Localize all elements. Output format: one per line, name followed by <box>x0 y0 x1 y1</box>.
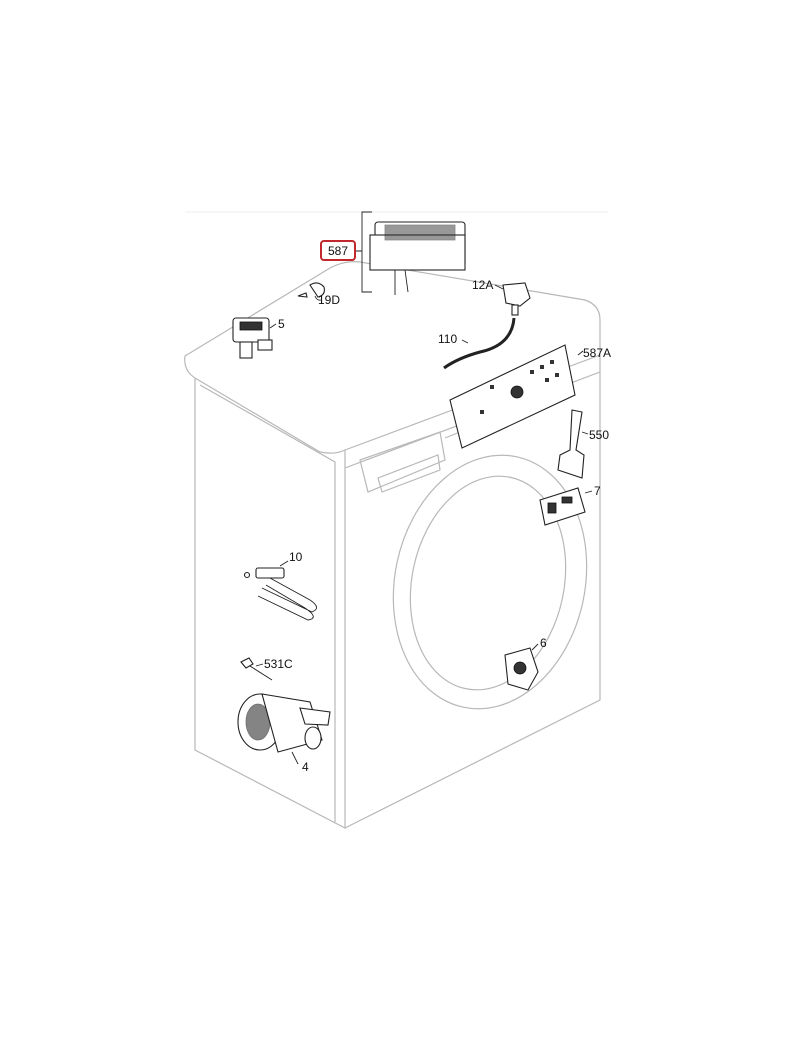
part-6-drain-pump[interactable] <box>504 643 539 691</box>
part-label-19d[interactable]: 19D <box>318 293 340 307</box>
part-10-heating-element[interactable] <box>243 560 317 621</box>
part-label-12a[interactable]: 12A <box>472 278 493 292</box>
part-531c-screw[interactable] <box>240 657 273 681</box>
part-label-550[interactable]: 550 <box>589 428 609 442</box>
part-label-5[interactable]: 5 <box>278 317 285 331</box>
part-label-531c[interactable]: 531C <box>264 657 293 671</box>
part-110-hose[interactable] <box>443 317 516 370</box>
part-587a-display-board[interactable] <box>449 344 584 449</box>
part-label-7[interactable]: 7 <box>594 484 601 498</box>
part-587-highlight-box <box>320 240 356 261</box>
part-7-door-lock[interactable] <box>539 487 593 526</box>
part-550-door-handle[interactable] <box>557 409 589 479</box>
part-label-587a[interactable]: 587A <box>583 346 611 360</box>
part-label-587[interactable]: 587 <box>328 244 348 258</box>
part-587-control-module[interactable] <box>356 211 466 295</box>
part-5-inlet-valve[interactable] <box>232 317 277 359</box>
part-label-4[interactable]: 4 <box>302 760 309 774</box>
part-4-motor[interactable] <box>237 693 331 765</box>
part-label-6[interactable]: 6 <box>540 636 547 650</box>
part-12a-pressure-switch[interactable] <box>494 282 531 316</box>
part-19d-screw[interactable] <box>297 282 325 301</box>
part-label-110[interactable]: 110 <box>438 332 457 346</box>
part-label-10[interactable]: 10 <box>289 550 303 564</box>
